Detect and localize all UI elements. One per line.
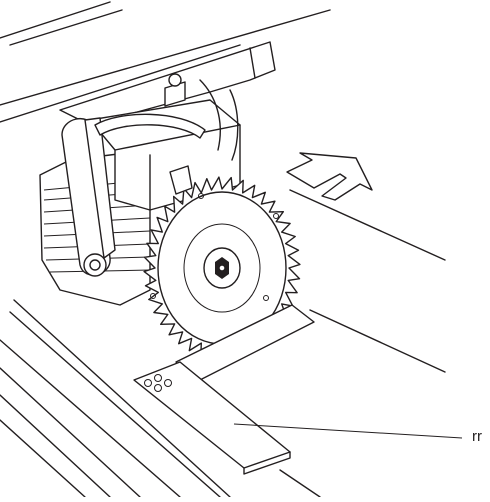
guide-bar [133, 304, 315, 475]
callout-label: rr [472, 428, 482, 445]
base-rails [0, 299, 321, 498]
table-top-edges [0, 1, 331, 123]
direction-arrow-icon [286, 152, 373, 201]
table-right-edges [289, 189, 446, 373]
lever-arm [61, 113, 206, 277]
callout-leader [233, 423, 463, 439]
saw-blade [143, 165, 301, 360]
